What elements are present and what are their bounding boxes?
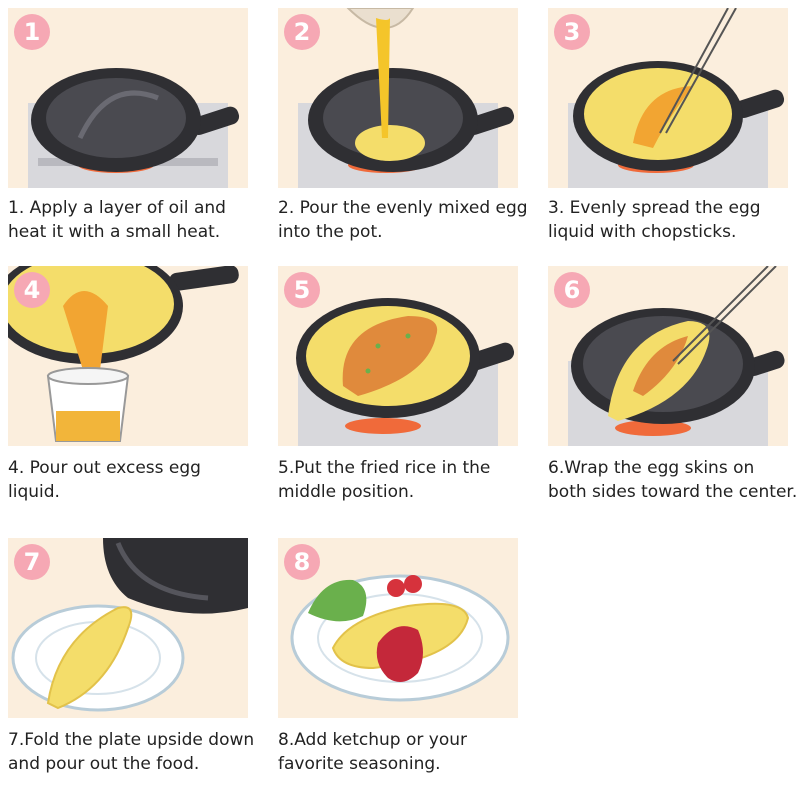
step-8-illustration: 8 [278,538,518,718]
step-3-caption: 3. Evenly spread the egg liquid with cho… [548,198,761,242]
step-3-number-badge: 3 [554,14,590,50]
step-1-illustration: 1 [8,8,248,188]
step-6-illustration: 6 [548,266,788,446]
step-8-number-badge: 8 [284,544,320,580]
step-5-illustration: 5 [278,266,518,446]
step-2-number-badge: 2 [284,14,320,50]
step-4-number-badge: 4 [14,272,50,308]
step-8-caption: 8.Add ketchup or your favorite seasoning… [278,730,468,774]
step-6-caption: 6.Wrap the egg skins on both sides towar… [548,458,798,502]
step-3-illustration: 3 [548,8,788,188]
step-7-illustration: 7 [8,538,248,718]
step-7-caption: 7.Fold the plate upside down and pour ou… [8,730,255,774]
step-7-number-badge: 7 [14,544,50,580]
step-2-caption: 2. Pour the evenly mixed egg into the po… [278,198,528,242]
step-4-caption: 4. Pour out excess egg liquid. [8,458,201,502]
step-1-caption: 1. Apply a layer of oil and heat it with… [8,198,226,242]
step-5-number-badge: 5 [284,272,320,308]
step-1-number-badge: 1 [14,14,50,50]
step-6-number-badge: 6 [554,272,590,308]
step-4-illustration: 4 [8,266,248,446]
step-2-illustration: 2 [278,8,518,188]
step-5-caption: 5.Put the fried rice in the middle posit… [278,458,491,502]
